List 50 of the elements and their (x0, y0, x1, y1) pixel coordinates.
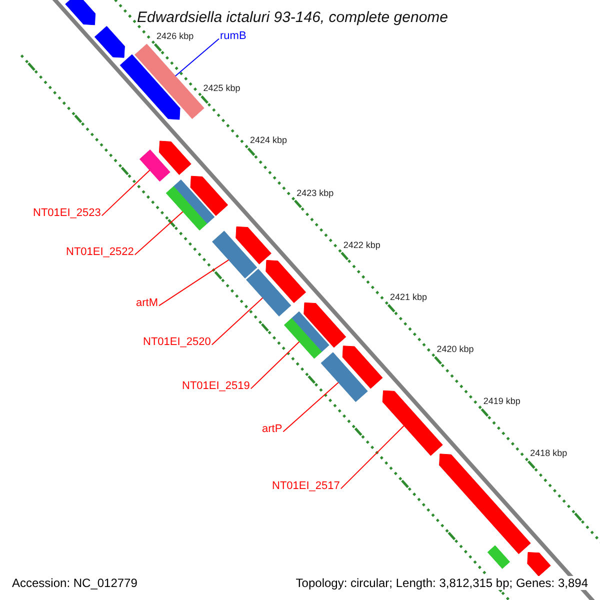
gene-feature (212, 230, 258, 278)
gene-feature (236, 226, 272, 264)
gene-feature (173, 180, 215, 224)
gene-feature (304, 302, 346, 348)
gene-feature (527, 552, 551, 576)
scale-label: 2426 kbp (156, 32, 194, 42)
gene-feature (342, 346, 383, 389)
gene-feature (266, 260, 306, 304)
gene-feature (65, 0, 96, 26)
gene-feature (190, 176, 228, 216)
gene-feature (120, 54, 180, 120)
scale-label: 2420 kbp (436, 345, 474, 354)
gene-label: artP (262, 424, 282, 435)
leader-line (158, 259, 230, 306)
scale-label: 2425 kbp (203, 84, 240, 94)
scale-label: 2418 kbp (530, 449, 568, 458)
gene-feature (382, 390, 443, 456)
genome-summary-text: Topology: circular; Length: 3,812,315 bp; Genes: 3,894 (294, 576, 590, 590)
leader-line (174, 38, 220, 77)
gene-feature (439, 454, 531, 554)
leader-line (250, 341, 300, 390)
accession-text: Accession: NC_012779 (10, 576, 140, 590)
gene-feature (139, 149, 170, 182)
genome-title: Edwardsiella ictaluri 93-146, complete genome (137, 10, 448, 25)
gene-feature (487, 545, 510, 569)
gene-label: artM (136, 298, 158, 309)
gene-feature (158, 140, 192, 175)
gene-feature (291, 311, 330, 352)
leader-line (340, 425, 404, 490)
gene-feature (94, 26, 125, 58)
leader-line (101, 170, 150, 216)
gene-label: NT01EI_2517 (272, 481, 340, 492)
gene-label: NT01EI_2520 (143, 337, 211, 348)
gene-label: rumB (220, 31, 246, 42)
scale-label: 2421 kbp (390, 292, 428, 302)
scale-label: 2423 kbp (296, 188, 334, 198)
leader-line (211, 297, 264, 346)
gene-feature (166, 186, 208, 231)
gene-feature (134, 44, 204, 120)
gene-feature (246, 268, 292, 316)
scale-label: 2419 kbp (483, 397, 520, 406)
leader-line (134, 211, 184, 256)
gene-label: NT01EI_2522 (66, 247, 134, 258)
scale-label: 2422 kbp (343, 240, 380, 250)
gene-feature (320, 352, 368, 402)
gene-label: NT01EI_2523 (33, 208, 101, 219)
leader-line (282, 382, 339, 432)
scale-label: 2424 kbp (250, 136, 287, 146)
gene-feature (284, 318, 322, 359)
gene-label: NT01EI_2519 (182, 381, 250, 392)
